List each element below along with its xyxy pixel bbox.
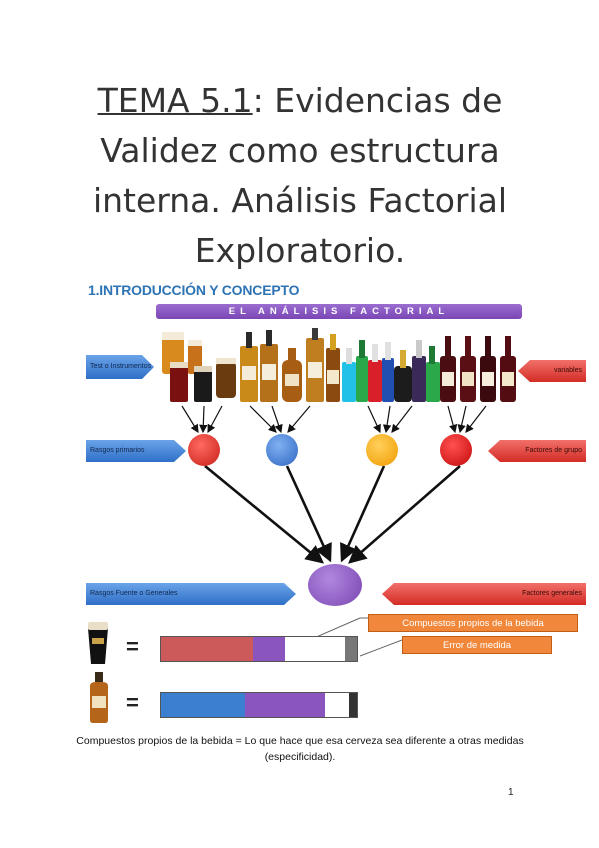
bar-segment-primary bbox=[161, 693, 245, 717]
factor-node-blue bbox=[266, 434, 298, 466]
equals-sign-1: = bbox=[126, 634, 139, 659]
bar-segment-specific bbox=[285, 637, 345, 661]
arrow-primary-traits: Rasgos primarios bbox=[86, 440, 186, 462]
label-error: Error de medida bbox=[402, 636, 552, 654]
arrow-general-factors: Factores generales bbox=[382, 583, 586, 605]
factor-node-red bbox=[188, 434, 220, 466]
bar-segment-general bbox=[245, 693, 325, 717]
factor-node-orange bbox=[366, 434, 398, 466]
arrow-primary-label: Rasgos primarios bbox=[90, 447, 145, 455]
arrow-general-factors-label: Factores generales bbox=[522, 590, 582, 598]
title-rest: : Evidencias de Validez como estructura … bbox=[92, 81, 508, 270]
arrow-tests: Test o Instrumentos bbox=[86, 355, 154, 379]
arrow-tests-label: Test o Instrumentos bbox=[90, 363, 152, 371]
label-compounds: Compuestos propios de la bebida bbox=[368, 614, 578, 632]
equals-sign-2: = bbox=[126, 690, 139, 715]
title-prefix: TEMA 5.1 bbox=[97, 81, 253, 120]
arrow-general-traits: Rasgos Fuente o Generales bbox=[86, 583, 296, 605]
page-title: TEMA 5.1: Evidencias de Validez como est… bbox=[40, 76, 560, 276]
bar-segment-general bbox=[253, 637, 285, 661]
section-heading: 1.INTRODUCCIÓN Y CONCEPTO bbox=[88, 282, 300, 298]
factor-node-darkred bbox=[440, 434, 472, 466]
arrow-general-label: Rasgos Fuente o Generales bbox=[90, 590, 178, 598]
composition-bar-beer bbox=[160, 636, 358, 662]
bar-segment-specific bbox=[325, 693, 349, 717]
page-number: 1 bbox=[508, 787, 514, 798]
whisky-bottle-icon bbox=[90, 672, 108, 723]
bottles-illustration bbox=[162, 328, 440, 402]
composition-bar-whisky bbox=[160, 692, 358, 718]
bar-segment-error bbox=[345, 637, 357, 661]
arrow-group-label: Factores de grupo bbox=[525, 447, 582, 455]
wine-bottles-illustration bbox=[440, 336, 516, 402]
bar-segment-error bbox=[349, 693, 357, 717]
caption: Compuestos propios de la bebida = Lo que… bbox=[76, 735, 524, 763]
beer-glass-icon bbox=[88, 622, 108, 664]
arrow-variables-label: variables bbox=[553, 367, 582, 375]
bar-segment-primary bbox=[161, 637, 253, 661]
diagram-banner: EL ANÁLISIS FACTORIAL bbox=[156, 304, 522, 319]
arrow-variables: variables bbox=[518, 360, 586, 382]
general-factor-node bbox=[308, 564, 362, 606]
arrow-group-factors: Factores de grupo bbox=[488, 440, 586, 462]
